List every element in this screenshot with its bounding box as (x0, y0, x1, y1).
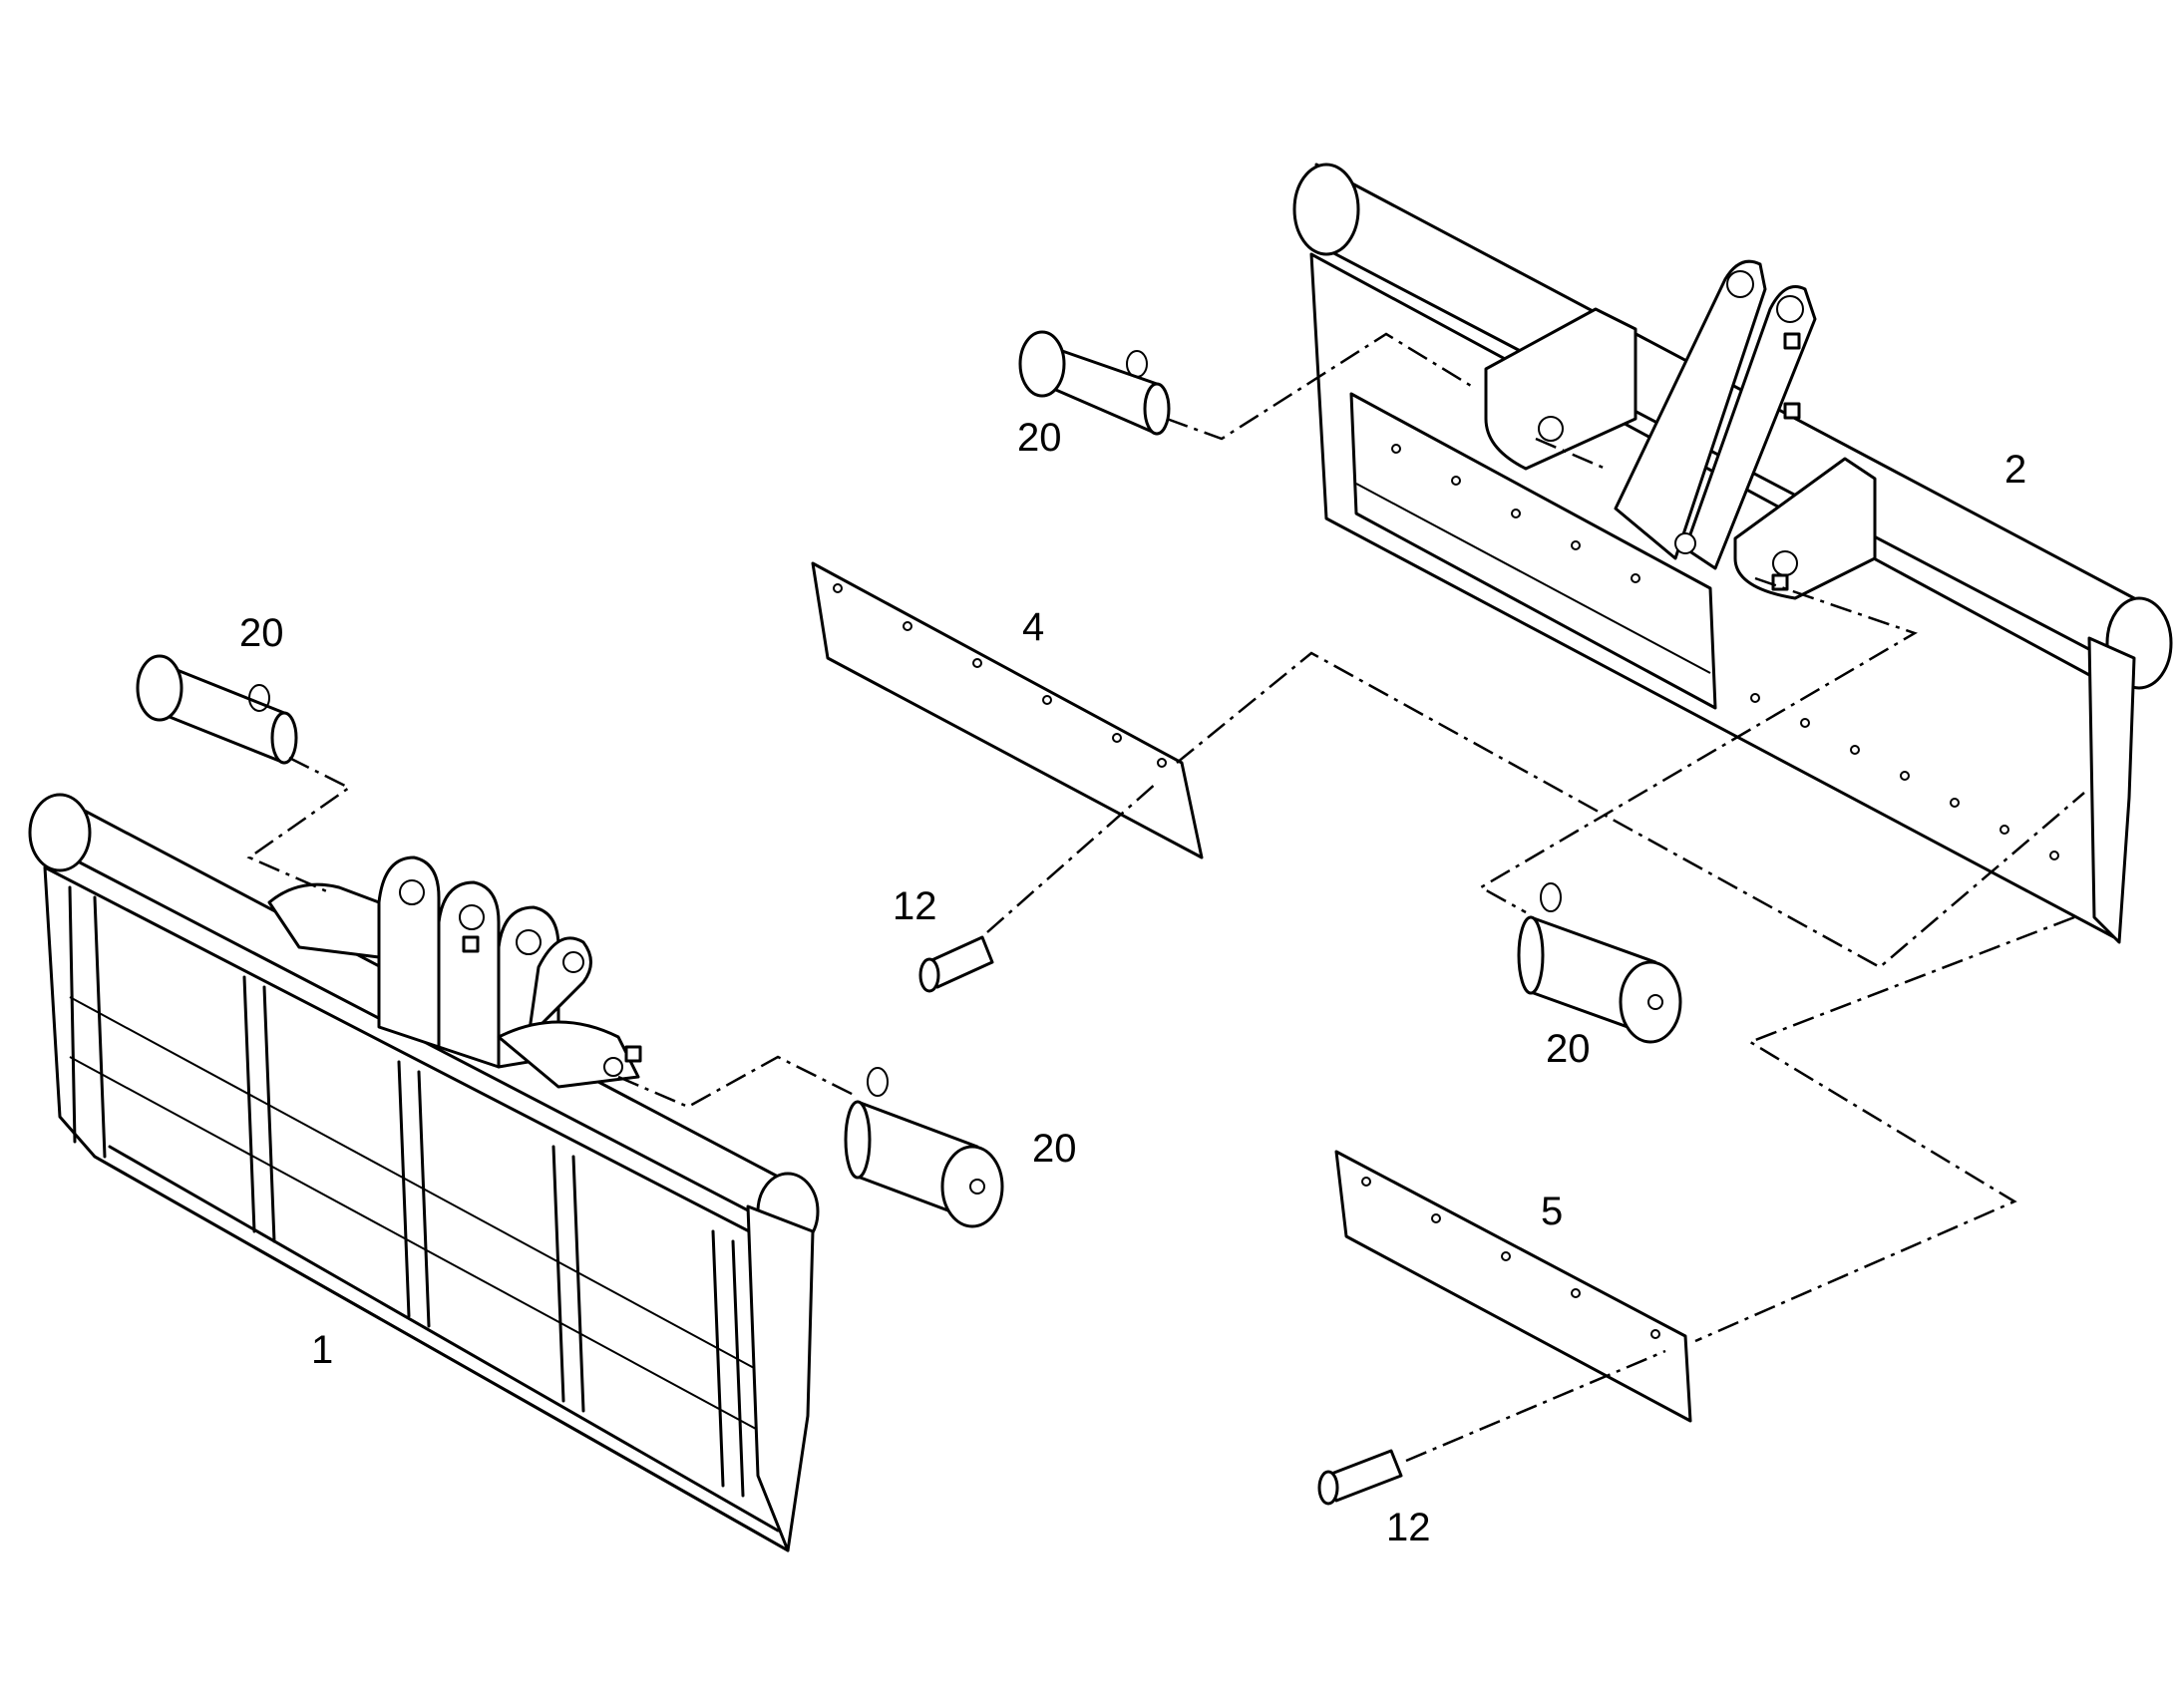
pin-part-20-a[interactable] (1018, 330, 1171, 436)
assembly-lines (246, 332, 2085, 1463)
callout-part-5: 5 (1541, 1190, 1563, 1233)
bucket-part-2[interactable] (1292, 163, 2173, 944)
callout-part-12-b: 12 (1386, 1506, 1431, 1549)
pin-part-20-d[interactable] (1517, 882, 1682, 1044)
callout-part-20-b: 20 (239, 611, 284, 655)
callout-part-4: 4 (1022, 605, 1044, 649)
callout-part-20-d: 20 (1546, 1027, 1591, 1071)
bucket-part-1[interactable] (28, 793, 820, 1552)
callout-part-1: 1 (311, 1328, 333, 1372)
pin-part-20-c[interactable] (844, 1067, 1004, 1228)
cutting-edge-part-4[interactable] (811, 561, 1204, 859)
cutting-edge-part-5[interactable] (1334, 1150, 1692, 1423)
callout-part-20-a: 20 (1017, 416, 1062, 460)
callout-part-12-a: 12 (893, 884, 937, 928)
bolt-part-12-b[interactable] (1317, 1449, 1403, 1506)
callout-part-20-c: 20 (1032, 1127, 1077, 1171)
bolt-part-12-a[interactable] (918, 935, 994, 993)
pin-part-20-b[interactable] (136, 654, 298, 765)
callout-part-2: 2 (2004, 448, 2026, 492)
callout-labels: 1 2 4 5 12 12 20 20 20 20 (239, 416, 2026, 1549)
